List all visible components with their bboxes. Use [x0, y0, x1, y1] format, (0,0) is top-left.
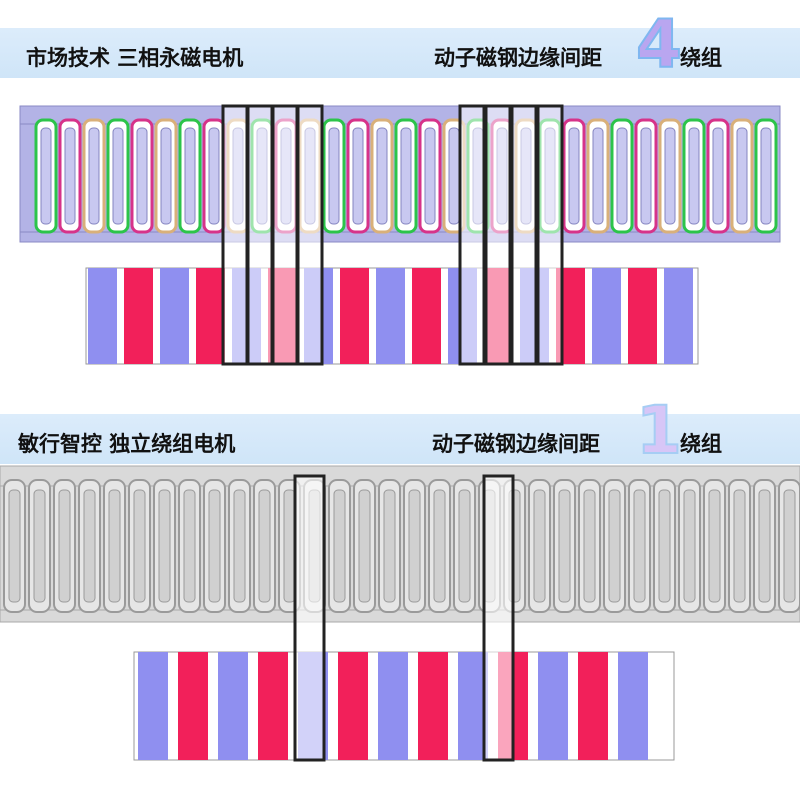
- top-winding-frame: [458, 104, 486, 366]
- top-magnet: [592, 268, 621, 364]
- top-coil-core: [328, 127, 340, 225]
- top-coil-core: [184, 127, 196, 225]
- bottom-left-title: 敏行智控 独立绕组电机: [18, 432, 236, 456]
- top-magnet: [160, 268, 189, 364]
- bottom-coil-core: [758, 489, 771, 603]
- top-left-title: 市场技术 三相永磁电机: [26, 46, 244, 70]
- bottom-right-title: 动子磁钢边缘间距: [432, 432, 600, 456]
- top-winding-frame: [484, 104, 512, 366]
- top-winding-frame: [536, 104, 564, 366]
- bottom-stator-independent: [0, 465, 800, 623]
- bottom-coil-core: [708, 489, 721, 603]
- top-coil-core: [664, 127, 676, 225]
- bottom-magnet: [418, 652, 448, 760]
- bottom-magnet: [378, 652, 408, 760]
- bottom-coil-core: [458, 489, 471, 603]
- top-stator-three-phase: [19, 105, 781, 243]
- top-title-banner: [0, 28, 800, 78]
- bottom-magnet: [618, 652, 648, 760]
- bottom-winding-highlight-frames: [293, 474, 515, 762]
- bottom-magnet: [338, 652, 368, 760]
- bottom-coil-core: [383, 489, 396, 603]
- bottom-coil-core: [108, 489, 121, 603]
- bottom-coil-core: [83, 489, 96, 603]
- bottom-magnet: [578, 652, 608, 760]
- top-coil-core: [712, 127, 724, 225]
- bottom-coil-core: [8, 489, 21, 603]
- top-coil-core: [448, 127, 460, 225]
- top-coil-core: [376, 127, 388, 225]
- top-coil-core: [352, 127, 364, 225]
- bottom-magnet: [218, 652, 248, 760]
- top-coil-core: [592, 127, 604, 225]
- top-winding-frame: [221, 104, 249, 366]
- bottom-coil-core: [408, 489, 421, 603]
- bottom-magnet: [538, 652, 568, 760]
- top-coil-core: [64, 127, 76, 225]
- top-coil-core: [736, 127, 748, 225]
- bottom-winding-frame: [293, 474, 326, 762]
- top-coil-core: [424, 127, 436, 225]
- top-mover-magnets: [85, 267, 699, 365]
- top-coil-core: [112, 127, 124, 225]
- bottom-magnet: [138, 652, 168, 760]
- bottom-coil-core: [733, 489, 746, 603]
- bottom-mover-magnets: [133, 651, 675, 761]
- top-magnet: [664, 268, 693, 364]
- top-coil-core: [160, 127, 172, 225]
- top-winding-frame: [246, 104, 274, 366]
- top-coil-core: [400, 127, 412, 225]
- top-coil-core: [136, 127, 148, 225]
- bottom-coil-core: [58, 489, 71, 603]
- bottom-coil-core: [233, 489, 246, 603]
- top-magnet: [376, 268, 405, 364]
- bottom-magnet: [178, 652, 208, 760]
- bottom-coil-core: [433, 489, 446, 603]
- top-coil-core: [208, 127, 220, 225]
- bottom-coil-core: [33, 489, 46, 603]
- top-magnet: [628, 268, 657, 364]
- top-winding-highlight-frames: [221, 104, 564, 366]
- bottom-coil-core: [658, 489, 671, 603]
- top-coil-core: [88, 127, 100, 225]
- top-coil-core: [760, 127, 772, 225]
- top-coil-core: [568, 127, 580, 225]
- bottom-magnet: [258, 652, 288, 760]
- bottom-coil-core: [333, 489, 346, 603]
- top-winding-frame: [510, 104, 538, 366]
- bottom-coil-core: [133, 489, 146, 603]
- top-coil-core: [616, 127, 628, 225]
- bottom-winding-count: 1: [635, 391, 683, 470]
- bottom-winding-suffix: 绕组: [680, 432, 722, 456]
- bottom-coil-core: [783, 489, 796, 603]
- bottom-coil-core: [283, 489, 296, 603]
- bottom-coil-core: [183, 489, 196, 603]
- bottom-coil-core: [533, 489, 546, 603]
- bottom-coil-core: [258, 489, 271, 603]
- top-winding-count: 4: [635, 5, 683, 84]
- top-winding-frame: [296, 104, 324, 366]
- top-magnet: [88, 268, 117, 364]
- bottom-coil-core: [158, 489, 171, 603]
- top-winding-suffix: 绕组: [680, 46, 722, 70]
- top-coil-core: [640, 127, 652, 225]
- bottom-title-banner: [0, 414, 800, 464]
- top-winding-frame: [271, 104, 299, 366]
- top-coil-core: [688, 127, 700, 225]
- bottom-coil-core: [583, 489, 596, 603]
- top-magnet: [196, 268, 225, 364]
- top-coil-core: [40, 127, 52, 225]
- bottom-coil-core: [208, 489, 221, 603]
- bottom-coil-core: [633, 489, 646, 603]
- top-magnet: [412, 268, 441, 364]
- bottom-coil-core: [683, 489, 696, 603]
- top-magnet: [340, 268, 369, 364]
- top-right-title: 动子磁钢边缘间距: [434, 46, 602, 70]
- bottom-coil-core: [358, 489, 371, 603]
- bottom-winding-frame: [482, 474, 515, 762]
- top-magnet: [124, 268, 153, 364]
- bottom-coil-core: [608, 489, 621, 603]
- bottom-coil-core: [558, 489, 571, 603]
